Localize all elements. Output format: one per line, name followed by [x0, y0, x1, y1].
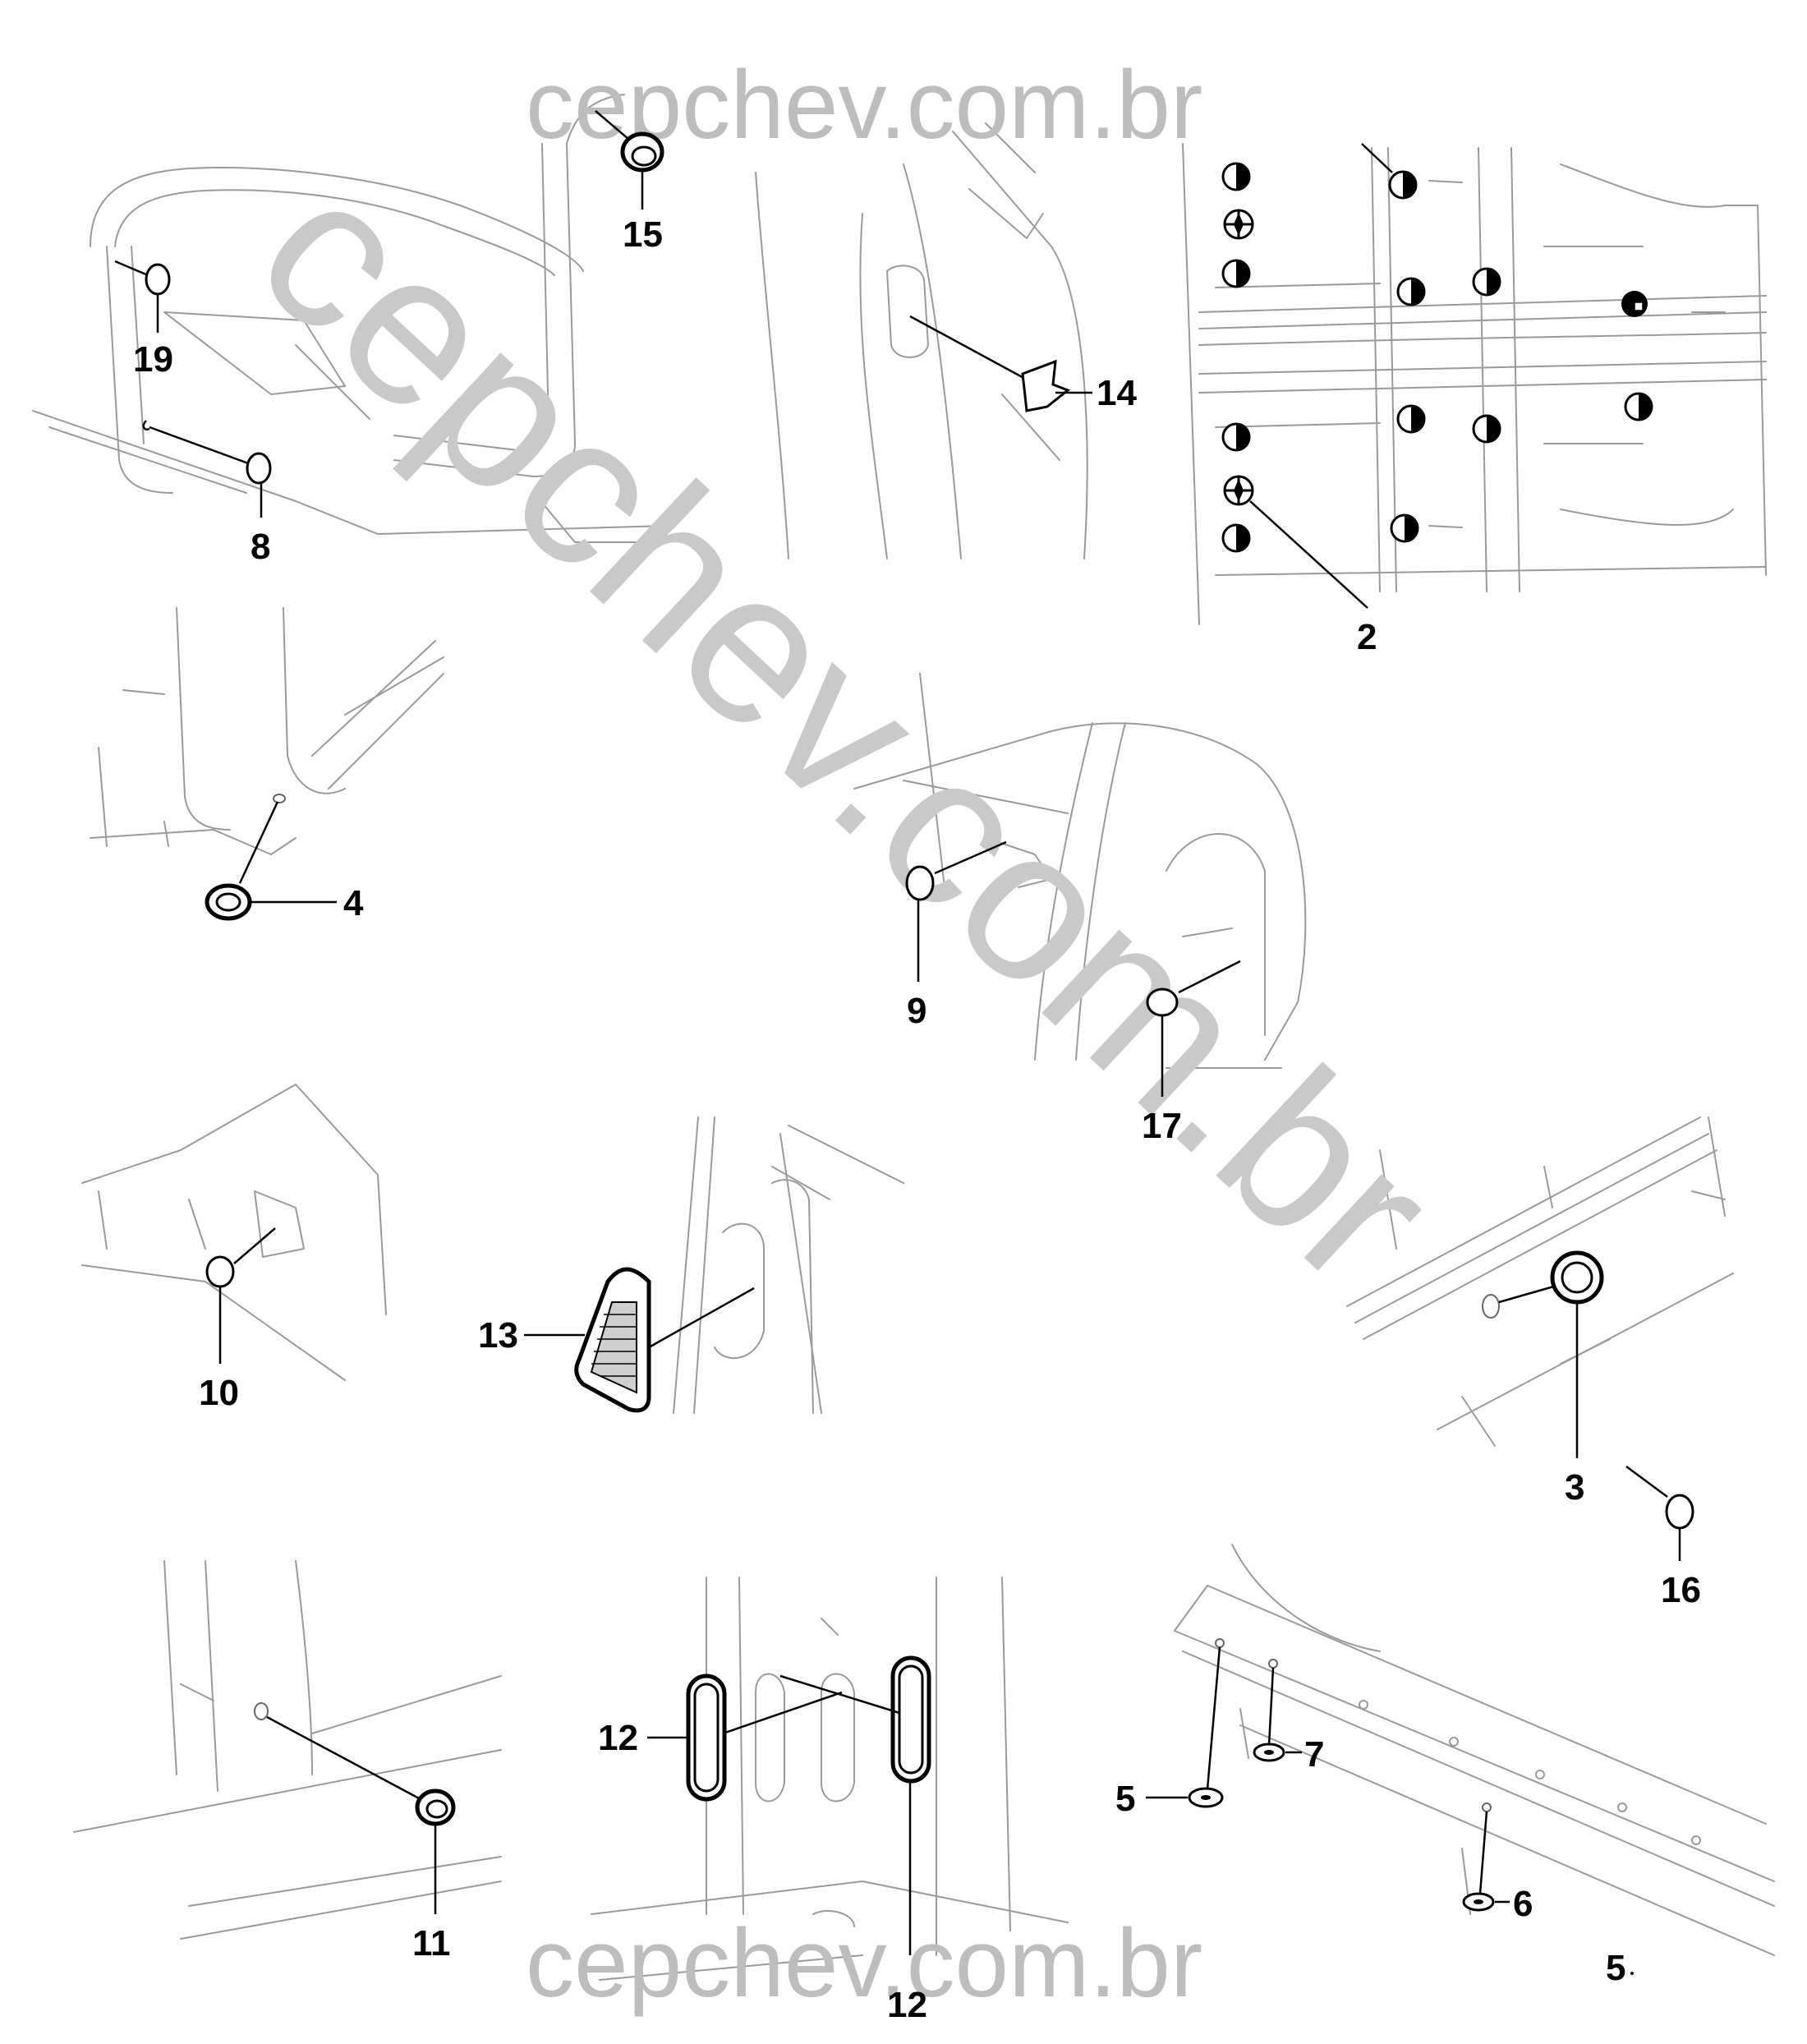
callout-13: 13 [478, 1315, 518, 1356]
callout-9: 9 [907, 991, 926, 1031]
part-17: 17 [1142, 960, 1241, 1146]
part-8: 8 [142, 420, 272, 567]
sketch-door-opening [853, 673, 1307, 1069]
sketch-panel-3 [1346, 1116, 1734, 1447]
page-number: 5 [1606, 1948, 1625, 1988]
callout-17: 17 [1142, 1106, 1182, 1146]
sketch-rocker-right [1174, 1544, 1775, 1956]
callout-14: 14 [1097, 373, 1137, 413]
callout-2: 2 [1357, 617, 1377, 657]
part-19: 19 [114, 260, 173, 380]
watermark-bottom: cepchev.com.br [526, 1909, 1202, 2018]
part-11: 11 [254, 1702, 456, 1963]
cross-plug-icon [1223, 209, 1254, 506]
sketch-rocker-left [90, 607, 444, 855]
callout-16: 16 [1661, 1570, 1701, 1610]
sketch-sill-11 [73, 1560, 502, 1940]
callout-3: 3 [1565, 1467, 1584, 1508]
sketch-panel-10 [81, 1084, 387, 1381]
callout-5: 5 [1115, 1779, 1135, 1819]
part-9: 9 [905, 840, 1007, 1031]
part-5: 5 [1115, 1638, 1225, 1819]
part-10: 10 [199, 1227, 276, 1413]
square-plug-icon [1621, 291, 1648, 317]
sketch-wheel-arch [32, 94, 666, 543]
background-sketches [32, 94, 1775, 1981]
callout-19: 19 [133, 339, 173, 380]
callout-15: 15 [623, 214, 663, 255]
callout-8: 8 [251, 527, 270, 567]
callout-4: 4 [343, 883, 364, 923]
part-4: 4 [205, 794, 364, 923]
part-14: 14 [909, 315, 1137, 413]
callout-11: 11 [412, 1923, 451, 1963]
sketch-pillar-top [755, 122, 1088, 559]
part-16: 16 [1625, 1465, 1701, 1610]
page-number-dot [1630, 1972, 1634, 1975]
callout-7: 7 [1304, 1734, 1324, 1775]
callout-12-left: 12 [598, 1718, 638, 1758]
part-12: 12 12 [598, 1655, 931, 2025]
part-7: 7 [1253, 1659, 1324, 1775]
part-15: 15 [595, 110, 664, 255]
half-plug-icon [1221, 162, 1653, 553]
callout-12-bottom: 12 [887, 1985, 927, 2025]
callout-6: 6 [1513, 1884, 1533, 1924]
part-2: 2 [1221, 143, 1653, 657]
part-6: 6 [1462, 1802, 1533, 1924]
callout-10: 10 [199, 1373, 239, 1413]
part-13: 13 [478, 1267, 755, 1413]
sketch-pillar-13 [673, 1116, 904, 1414]
part-3: 3 [1482, 1250, 1604, 1508]
sketch-pillar-12 [591, 1577, 1069, 1981]
sketch-floor-pan [1182, 143, 1767, 625]
